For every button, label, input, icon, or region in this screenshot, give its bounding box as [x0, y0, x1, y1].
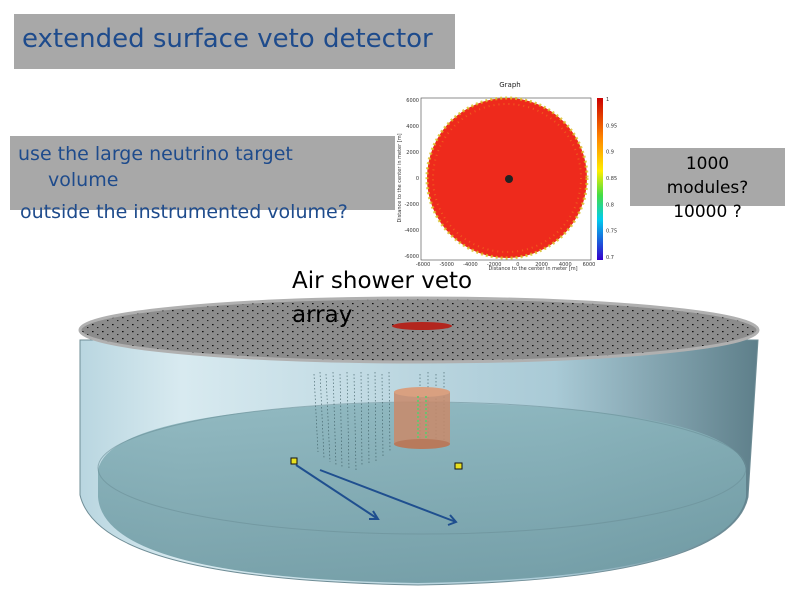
graph-title: Graph — [499, 81, 520, 89]
y-axis-ticks: 6000 4000 2000 0 -2000 -4000 -6000 — [404, 98, 419, 260]
x-axis-ticks: -6000 -5000 -4000 -2000 0 2000 4000 6000 — [416, 262, 596, 268]
colorbar-tick-label: 1 — [606, 97, 609, 103]
y-tick-label: 2000 — [406, 150, 419, 156]
modules-line-3: 10000 ? — [673, 202, 742, 222]
colorbar-tick-label: 0.75 — [606, 229, 617, 235]
colorbar — [597, 98, 603, 260]
y-tick-label: 6000 — [406, 98, 419, 104]
bullet-2: outside the instrumented volume? — [20, 201, 348, 223]
x-tick-label: -5000 — [439, 262, 454, 268]
modules-line-2: modules? — [666, 178, 749, 198]
x-tick-label: 6000 — [583, 262, 596, 268]
y-axis-title: Distance to the center in meter [m] — [397, 133, 403, 222]
muon-marker-left — [290, 457, 298, 465]
colorbar-tick-label: 0.7 — [606, 255, 614, 261]
bullet-1-line-2: volume — [48, 169, 119, 191]
x-tick-label: -2000 — [487, 262, 502, 268]
colorbar-tick-label: 0.9 — [606, 150, 614, 156]
colorbar-tick-label: 0.85 — [606, 176, 617, 182]
y-tick-label: -2000 — [404, 202, 419, 208]
slide-title: extended surface veto detector — [22, 24, 433, 54]
colorbar-tick-label: 0.8 — [606, 202, 614, 208]
air-shower-label-line-1: Air shower veto — [292, 268, 473, 294]
y-tick-label: 0 — [416, 176, 419, 182]
bullet-1-line-1: use the large neutrino target — [18, 143, 293, 165]
modules-line-1: 1000 — [685, 154, 730, 174]
tank-lid — [78, 296, 760, 364]
modules-box — [630, 148, 785, 206]
x-tick-label: 0 — [516, 262, 519, 268]
graph-center — [505, 175, 513, 183]
x-tick-label: 4000 — [559, 262, 572, 268]
air-shower-label-line-2: array — [292, 302, 353, 328]
x-tick-label: -6000 — [416, 262, 431, 268]
water-volume — [98, 402, 746, 583]
x-axis-title: Distance to the center in meter [m] — [488, 266, 577, 272]
y-tick-label: -6000 — [404, 254, 419, 260]
track-arrows — [295, 464, 458, 526]
x-tick-label: -4000 — [463, 262, 478, 268]
colorbar-ticks: 1 0.95 0.9 0.85 0.8 0.75 0.7 — [606, 97, 617, 261]
title-box — [14, 14, 455, 69]
instrumented-volume — [394, 387, 450, 449]
y-tick-label: -4000 — [404, 228, 419, 234]
bullet-box — [10, 136, 395, 210]
muon-marker-right — [454, 462, 463, 470]
x-tick-label: 2000 — [535, 262, 548, 268]
veto-center — [392, 322, 452, 330]
colorbar-tick-label: 0.95 — [606, 123, 617, 129]
y-tick-label: 4000 — [406, 124, 419, 130]
inset-graph: Graph 10.950.90.850.80.750.7 -6000-5000-… — [393, 78, 623, 274]
